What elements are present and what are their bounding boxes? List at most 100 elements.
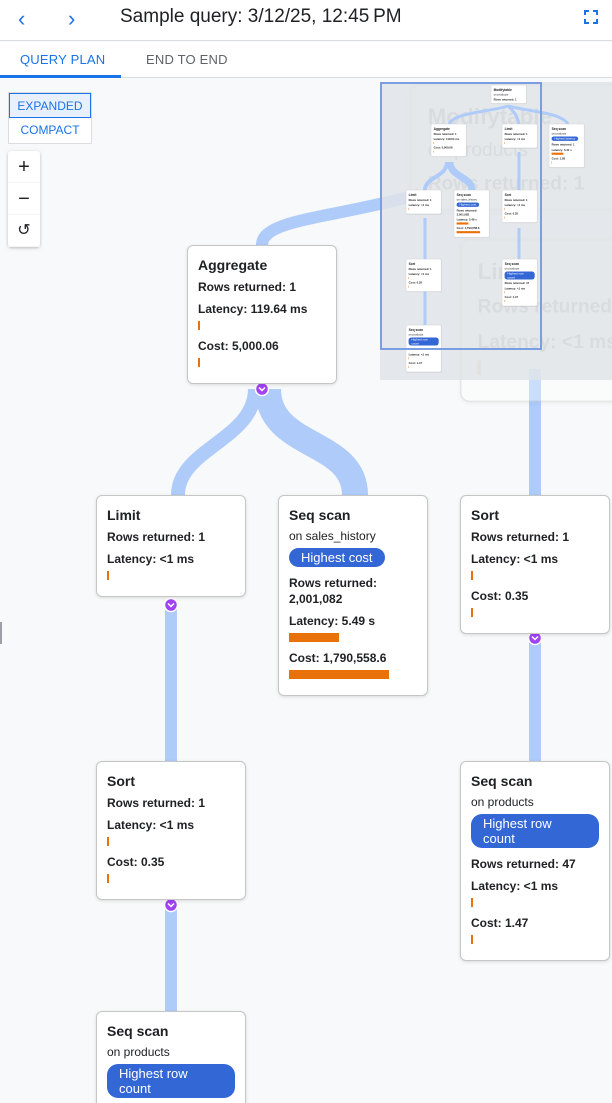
metric-bar	[107, 571, 109, 580]
zoom-in-button[interactable]: +	[8, 151, 40, 183]
node-subtitle: on products	[471, 795, 534, 809]
node-title: Seq scan	[471, 773, 533, 789]
tab-bar: QUERY PLAN END TO END	[0, 42, 612, 78]
node-title: Seq scan	[456, 192, 472, 197]
node-badge: Highest latency	[551, 136, 579, 141]
node-badge: Highest row count	[408, 337, 439, 346]
zoom-out-button[interactable]: −	[8, 183, 40, 215]
fullscreen-icon[interactable]	[584, 10, 598, 24]
node-metric: Cost: 5,000.06	[198, 339, 279, 353]
flow-aggregate-seqscan	[255, 387, 368, 497]
node-subtitle: on products	[504, 266, 520, 271]
metric-bar	[471, 608, 473, 617]
node-title: Modifytable	[493, 87, 512, 92]
node-metric: Latency: <1 ms	[408, 352, 430, 357]
node-metric: Latency: <1 ms	[107, 552, 195, 566]
zoom-controls: + − ↺	[8, 151, 40, 247]
node-title: Limit	[107, 507, 141, 523]
metric-bar	[289, 670, 389, 679]
flow-aggregate-limit	[171, 388, 262, 496]
page-title: Sample query: 3/12/25, 12:45 PM	[120, 6, 402, 27]
node-metric: Rows returned: 1	[433, 132, 457, 136]
node-metric: Rows returned: 1	[107, 530, 206, 544]
node-badge: Highest row count	[471, 814, 599, 848]
node-metric: Rows returned: 47	[471, 857, 576, 871]
node-title: Seq scan	[408, 327, 424, 332]
node-metric: Rows returned: 47	[504, 281, 530, 285]
chevron-left-icon[interactable]: ‹	[18, 6, 26, 31]
node-title: Sort	[471, 507, 499, 523]
metric-bar	[107, 874, 109, 883]
chevron-right-icon[interactable]: ›	[68, 6, 76, 31]
node-metric: Cost: 1,790,558.6	[456, 226, 480, 230]
node-subtitle: on products	[551, 131, 567, 136]
node-metric: Latency: <1 ms	[471, 552, 559, 566]
minimap-flows	[423, 104, 570, 325]
metric-bar	[456, 222, 469, 225]
minimap-viewport[interactable]	[380, 82, 542, 350]
expand-chevron-icon[interactable]	[163, 597, 179, 613]
node-subtitle: on products	[408, 332, 424, 337]
expand-chevron-icon[interactable]	[163, 897, 179, 913]
node-metric: Rows returned:2,001,082	[289, 576, 378, 606]
metric-bar	[471, 935, 473, 944]
expanded-button[interactable]: EXPANDED	[9, 93, 91, 118]
metric-bar	[456, 231, 481, 234]
metric-bar	[107, 837, 109, 846]
node-subtitle: on products	[107, 1045, 170, 1059]
node-metric: Latency: <1 ms	[408, 272, 430, 276]
node-metric: Cost: 1.47	[504, 295, 519, 299]
reset-zoom-button[interactable]: ↺	[8, 215, 40, 247]
metric-bar	[198, 321, 200, 330]
node-metric: Rows returned: 1	[551, 143, 575, 147]
node-title: Aggregate	[198, 257, 268, 273]
node-subtitle: on sales_history	[289, 529, 376, 543]
node-title: Sort	[107, 773, 135, 789]
header: ‹ › Sample query: 3/12/25, 12:45 PM	[0, 0, 612, 41]
node-subtitle: on products	[493, 92, 509, 97]
node-metric: Rows returned: 1	[408, 198, 432, 202]
tab-end-to-end[interactable]: END TO END	[146, 52, 228, 67]
node-metric: Rows returned: 1	[408, 267, 432, 271]
node-metric: Cost: 0.35	[504, 212, 519, 216]
plan-flows	[163, 188, 543, 1011]
node-title: Limit	[408, 192, 417, 197]
minimap-flow	[447, 104, 509, 125]
metric-bar	[289, 633, 339, 642]
tab-query-plan[interactable]: QUERY PLAN	[20, 52, 106, 67]
node-metric: Cost: 1.47	[471, 916, 529, 930]
minimap-flow	[423, 161, 449, 191]
node-title: Aggregate	[433, 126, 450, 131]
node-metric: Rows returned: 1	[493, 97, 517, 102]
resize-handle[interactable]	[0, 622, 2, 644]
node-metric: Latency: <1 ms	[504, 137, 526, 141]
node-title: Seq scan	[107, 1023, 169, 1039]
node-subtitle: on sales_history	[456, 197, 477, 202]
node-metric: Latency: <1 ms	[504, 203, 526, 207]
node-metric: Latency: 5.49 s	[456, 217, 477, 222]
metric-bar	[551, 152, 564, 155]
minimap-flow	[446, 161, 476, 191]
node-metric: Latency: <1 ms	[408, 203, 430, 207]
node-title: Sort	[504, 192, 512, 197]
compact-button[interactable]: COMPACT	[20, 123, 80, 137]
expand-chevron-icon[interactable]	[254, 381, 270, 397]
